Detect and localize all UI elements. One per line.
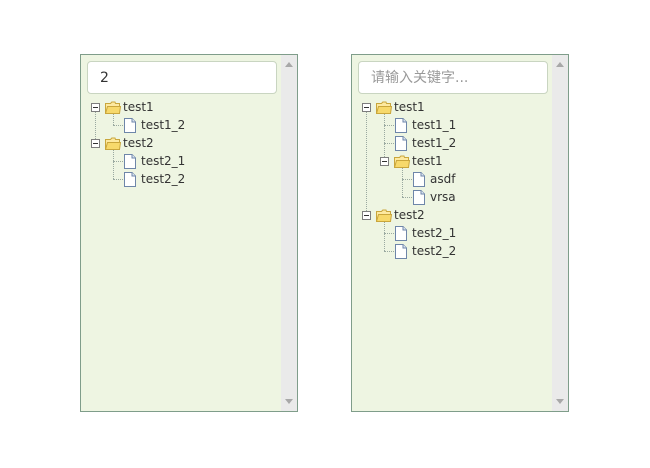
tree-node-label[interactable]: test1_2 (141, 118, 186, 132)
tree-connector (113, 145, 114, 179)
collapse-minus-icon[interactable] (362, 211, 371, 220)
collapse-minus-icon[interactable] (380, 157, 389, 166)
tree-connector (384, 109, 385, 161)
scroll-down-arrow-icon[interactable] (285, 399, 293, 404)
vertical-scrollbar[interactable] (281, 55, 297, 411)
folder-open-icon (105, 101, 121, 114)
search-input[interactable] (87, 61, 277, 94)
file-icon (124, 172, 136, 187)
tree-node-label[interactable]: test1_1 (412, 118, 457, 132)
scroll-up-arrow-icon[interactable] (285, 62, 293, 67)
tree-connector (384, 125, 394, 126)
collapse-minus-icon[interactable] (362, 103, 371, 112)
file-icon (413, 172, 425, 187)
folder-open-icon (394, 155, 410, 168)
file-icon (395, 226, 407, 241)
tree-connector (402, 179, 412, 180)
file-icon (395, 244, 407, 259)
tree-connector (402, 197, 412, 198)
folder-open-icon (376, 101, 392, 114)
folder-open-icon (105, 137, 121, 150)
tree-connector (113, 161, 123, 162)
tree-panel-filtered: test1 test1_2 test2 test2_1 test2_2 (80, 54, 298, 412)
tree-connector (113, 125, 123, 126)
file-icon (395, 118, 407, 133)
tree-connector (384, 251, 394, 252)
search-input[interactable] (358, 61, 548, 94)
tree-connector (402, 163, 403, 197)
tree-connector (366, 107, 367, 211)
tree-node-label[interactable]: test2_1 (141, 154, 186, 168)
tree-connector (384, 143, 394, 144)
tree-connector (95, 107, 96, 139)
folder-open-icon (376, 209, 392, 222)
file-icon (124, 154, 136, 169)
tree-connector (113, 109, 114, 125)
file-icon (395, 136, 407, 151)
tree-node-label[interactable]: test2 (394, 208, 425, 222)
tree-node-label[interactable]: vrsa (430, 190, 456, 204)
tree-node-label[interactable]: test1 (123, 100, 154, 114)
file-icon (124, 118, 136, 133)
tree-node-label[interactable]: asdf (430, 172, 456, 186)
collapse-minus-icon[interactable] (91, 103, 100, 112)
vertical-scrollbar[interactable] (552, 55, 568, 411)
tree-connector (113, 179, 123, 180)
tree-node-label[interactable]: test2_2 (412, 244, 457, 258)
tree-node-label[interactable]: test1_2 (412, 136, 457, 150)
tree-node-label[interactable]: test1 (412, 154, 443, 168)
tree-node-label[interactable]: test2_1 (412, 226, 457, 240)
file-icon (413, 190, 425, 205)
tree-panel-full: test1 test1_1 test1_2 test1 asdf vrsa (351, 54, 569, 412)
collapse-minus-icon[interactable] (91, 139, 100, 148)
tree-node-label[interactable]: test1 (394, 100, 425, 114)
tree-node-label[interactable]: test2_2 (141, 172, 186, 186)
tree-connector (384, 217, 385, 251)
tree-connector (384, 233, 394, 234)
tree-node-label[interactable]: test2 (123, 136, 154, 150)
scroll-down-arrow-icon[interactable] (556, 399, 564, 404)
scroll-up-arrow-icon[interactable] (556, 62, 564, 67)
